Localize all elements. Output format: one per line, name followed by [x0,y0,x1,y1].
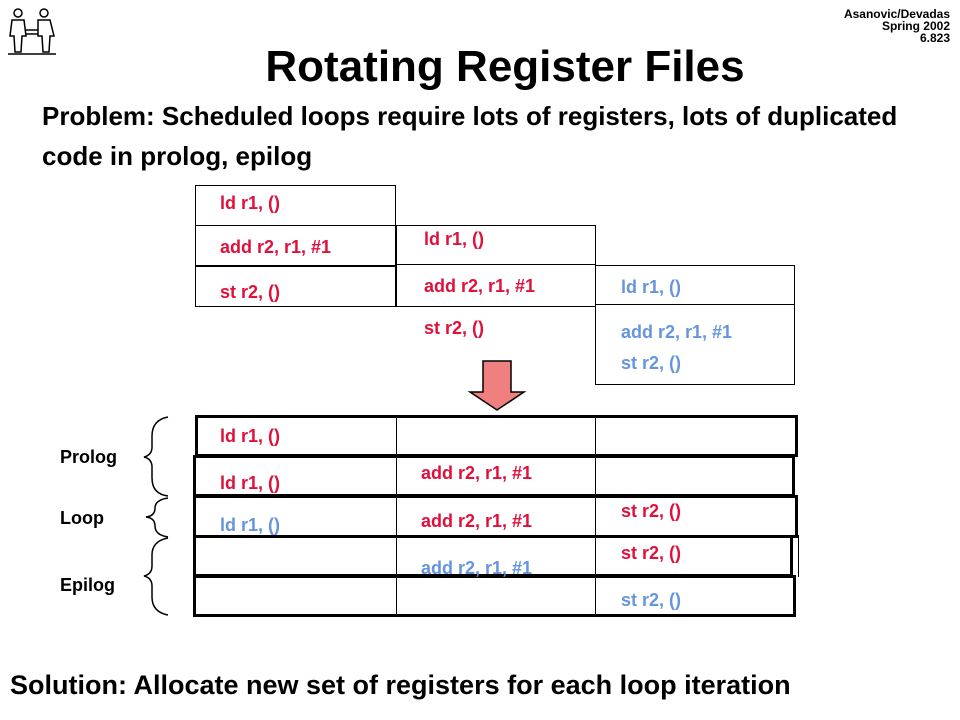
schedule-column-divider [396,415,397,617]
problem-statement: Problem: Scheduled loops require lots of… [42,101,898,171]
sched-add-2: add r2, r1, #1 [421,511,533,531]
iter2-ld: ld r1, () [424,229,485,249]
schedule-column-divider [798,535,799,577]
credit-term: Spring 2002 [881,19,950,33]
iteration1-row-ld [195,185,396,226]
schedule-column-divider [595,415,596,617]
iter3-ld: ld r1, () [621,277,682,297]
iter1-ld: ld r1, () [220,193,281,213]
sched-st-1: st r2, () [621,501,682,521]
iter1-add: add r2, r1, #1 [220,237,332,257]
loop-label: Loop [60,508,104,528]
sched-st-2: st r2, () [621,543,682,563]
iter2-st: st r2, () [424,318,485,338]
sched-ld-2: ld r1, () [220,473,281,493]
iteration1-row-add [195,226,396,266]
epilog-label: Epilog [60,575,115,595]
slide-title: Rotating Register Files [265,42,745,91]
iter2-add: add r2, r1, #1 [424,276,536,296]
solution-statement: Solution: Allocate new set of registers … [10,670,791,700]
iter3-st: st r2, () [621,353,682,373]
prolog-brace-icon [143,416,169,497]
sched-st-3: st r2, () [621,590,682,610]
sched-ld-1: ld r1, () [220,426,281,446]
iteration2-row-ld [396,225,596,265]
sched-add-1: add r2, r1, #1 [421,463,533,483]
epilog-brace-icon [143,537,169,616]
iteration3-row-add-st [595,305,795,385]
sched-ld-3: ld r1, () [220,515,281,535]
credit-authors: Asanovic/Devadas [843,7,950,21]
mit-logo-icon [8,8,56,55]
credit-course: 6.823 [919,31,950,45]
sched-add-3: add r2, r1, #1 [421,558,533,578]
iter3-add: add r2, r1, #1 [621,322,733,342]
iteration1-row-st [195,266,396,307]
iteration3-row-ld [595,265,795,305]
schedule-row-1 [195,415,798,457]
loop-brace-icon [145,497,169,538]
down-arrow-icon [467,360,527,411]
schedule-row-5 [193,575,796,617]
prolog-label: Prolog [60,447,117,467]
iter1-st: st r2, () [220,282,281,302]
course-credit: Asanovic/Devadas Spring 2002 6.823 [844,8,950,44]
